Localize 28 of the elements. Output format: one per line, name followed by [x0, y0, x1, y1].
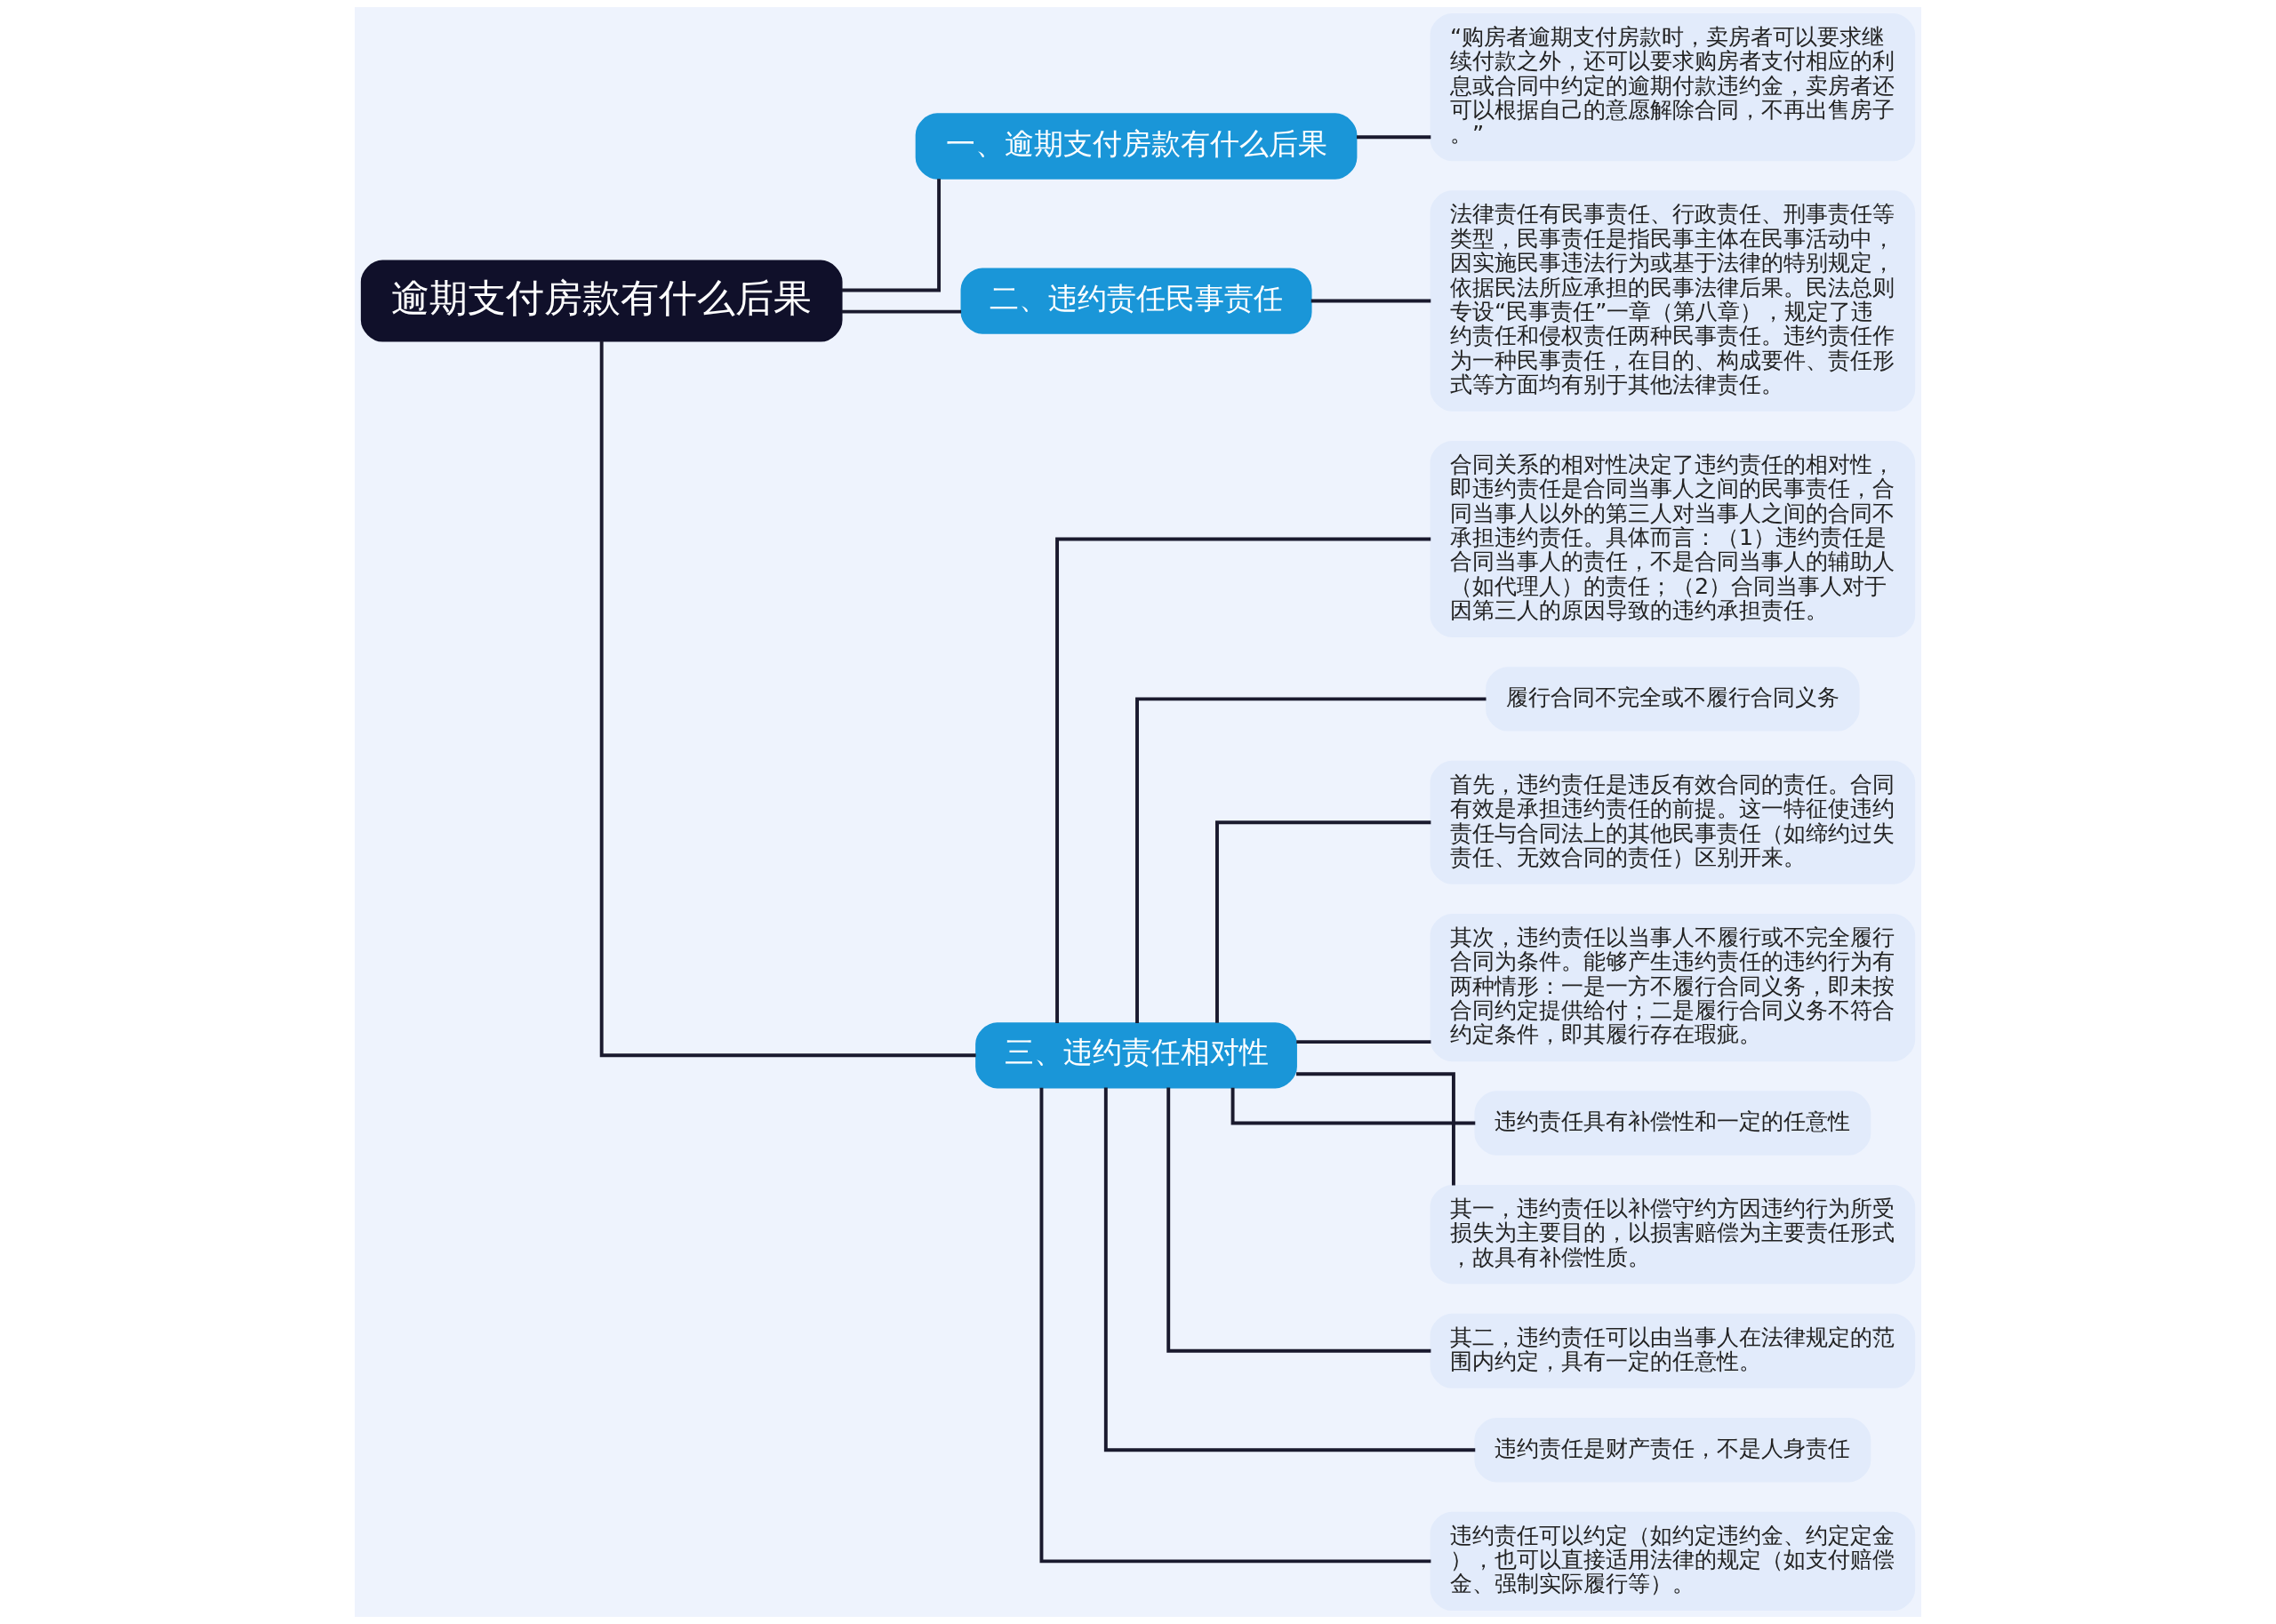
node-box: 违约责任可以约定（如约定违约金、约定定金），也可以直接适用法律的规定（如支付赔偿金、强制实际履行等）。: [1430, 1511, 1916, 1612]
connector: [1039, 1087, 1431, 1564]
node-box: 二、违约责任民事责任: [960, 268, 1312, 334]
node-box: 三、违约责任相对性: [975, 1022, 1297, 1089]
connector: [1055, 537, 1431, 1023]
connector: [841, 309, 962, 314]
node-box: 违约责任具有补偿性和一定的任意性: [1474, 1091, 1871, 1156]
connector: [1166, 1087, 1431, 1353]
connector: [1296, 1040, 1431, 1044]
connector: [1296, 1072, 1455, 1186]
node-box: 逾期支付房款有什么后果: [360, 260, 843, 342]
connector: [1357, 135, 1431, 140]
node-box: 履行合同不完全或不履行合同义务: [1486, 667, 1860, 732]
node-box: 法律责任有民事责任、行政责任、刑事责任等类型，民事责任是指民事主体在民事活动中，因实施民事违法行为或基于法律的特别规定，依据民法所应承担的民事法律后果。民法总则专设“民事责任”一章（第八章），规定了违约责任和侵权责任两种民事责任。违约责任作为一种民事责任，在目的、构成要件、责任形式等方面均有别于其他法律责任。: [1430, 190, 1916, 412]
node-box: 一、逾期支付房款有什么后果: [915, 113, 1358, 180]
connector: [1215, 820, 1431, 1023]
node-box: “购房者逾期支付房款时，卖房者可以要求继续付款之外，还可以要求购房者支付相应的利息或合同中约定的逾期付款违约金，卖房者还可以根据自己的意愿解除合同，不再出售房子。”: [1430, 12, 1916, 162]
connector: [599, 340, 976, 1058]
node-box: 其一，违约责任以补偿守约方因违约行为所受损失为主要目的，以损害赔偿为主要责任形式，故具有补偿性质。: [1430, 1185, 1916, 1284]
connector: [1310, 299, 1431, 303]
node-box: 违约责任是财产责任，不是人身责任: [1474, 1418, 1871, 1483]
connector: [1135, 697, 1487, 1023]
connector: [1103, 1087, 1476, 1452]
connector: [841, 179, 942, 292]
node-box: 首先，违约责任是违反有效合同的责任。合同有效是承担违约责任的前提。这一特征使违约责任与合同法上的其他民事责任（如缔约过失责任、无效合同的责任）区别开来。: [1430, 760, 1916, 884]
node-box: 其二，违约责任可以由当事人在法律规定的范围内约定，具有一定的任意性。: [1430, 1313, 1916, 1388]
node-box: 其次，违约责任以当事人不履行或不完全履行合同为条件。能够产生违约责任的违约行为有两种情形：一是一方不履行合同义务，即未按合同约定提供给付；二是履行合同义务不符合约定条件，即其履行存在瑕疵。: [1430, 913, 1916, 1062]
node-box: 合同关系的相对性决定了违约责任的相对性，即违约责任是合同当事人之间的民事责任，合同当事人以外的第三人对当事人之间的合同不承担违约责任。具体而言：（1）违约责任是合同当事人的责任，不是合同当事人的辅助人（如代理人）的责任；（2）合同当事人对于因第三人的原因导致的违约承担责任。: [1430, 440, 1916, 637]
